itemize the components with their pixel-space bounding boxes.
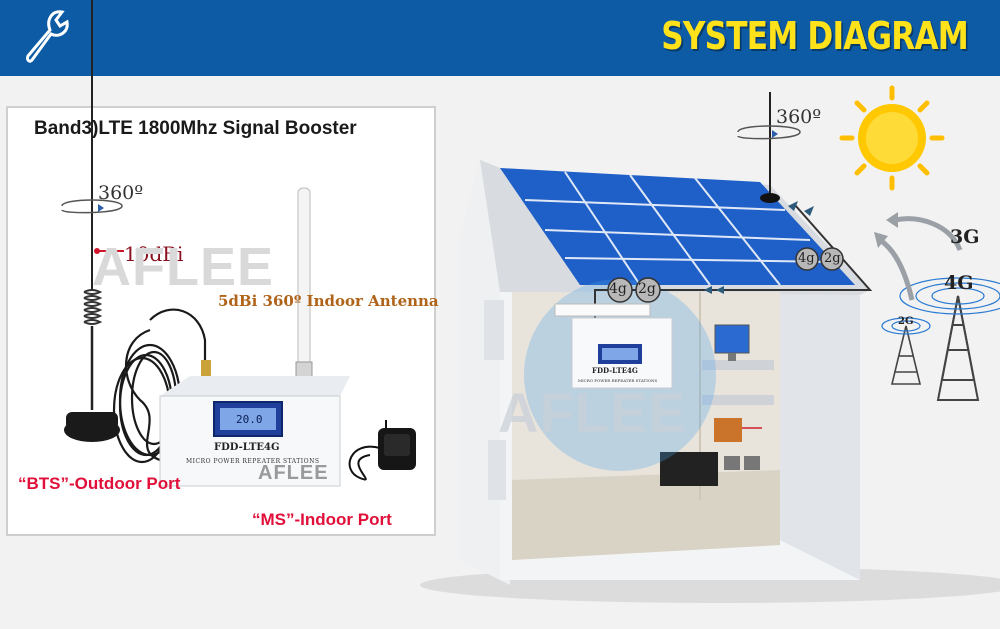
tower-label-3g: 3G (950, 226, 980, 248)
diagram-device-model: FDD-LTE4G (592, 366, 638, 375)
indoor-badge-2g: 2g (638, 281, 656, 297)
roof-rotation-arrow-icon (737, 125, 801, 140)
power-adapter (348, 420, 416, 481)
wrench-icon (26, 10, 69, 63)
device-model-label: FDD-LTE4G (214, 442, 280, 453)
indoor-antenna (295, 187, 313, 379)
booster-device (159, 376, 350, 487)
page-title: SYSTEM DIAGRAM (661, 14, 968, 58)
signal-waves (881, 277, 1000, 335)
device-readout: 20.0 (236, 413, 263, 426)
tower-4g (936, 295, 980, 401)
diagram-device-subtitle: MICRO POWER REPEATER STATIONS (578, 378, 658, 383)
roof-badge-4g: 4g (798, 251, 815, 266)
header-bar (0, 0, 1000, 76)
product-title: Band3)LTE 1800Mhz Signal Booster (34, 118, 357, 139)
device-subtitle-label: MICRO POWER REPEATER STATIONS (186, 458, 320, 465)
indoor-badge-4g: 4g (609, 281, 627, 297)
outdoor-antenna (64, 0, 124, 442)
signal-direction-arrows (874, 212, 963, 301)
roof-badge-2g: 2g (824, 251, 841, 266)
rotation-label: 360º (98, 182, 144, 204)
tower-label-4g: 4G (944, 272, 974, 294)
coaxial-cable (112, 308, 207, 464)
house-illustration (420, 92, 1000, 603)
outdoor-port-label: “BTS”-Outdoor Port (18, 474, 181, 493)
device-brand: AFLEE (258, 462, 329, 484)
roof-rotation-label: 360º (776, 106, 822, 128)
cable-connector (201, 360, 211, 382)
brand-watermark: AFLEE (92, 237, 275, 297)
indoor-port-label: “MS”-Indoor Port (252, 510, 392, 529)
indoor-badges (607, 277, 661, 303)
rotation-arrow-icon (61, 199, 123, 214)
tower-label-2g: 2G (898, 316, 914, 327)
sun-icon (839, 85, 945, 191)
gain-label: 10dBi (124, 242, 184, 266)
indoor-antenna-label: 5dBi 360º Indoor Antenna (218, 292, 439, 310)
tower-2g (890, 325, 922, 385)
roof-badges (795, 247, 844, 271)
diagram-watermark: AFLEE (498, 381, 687, 444)
